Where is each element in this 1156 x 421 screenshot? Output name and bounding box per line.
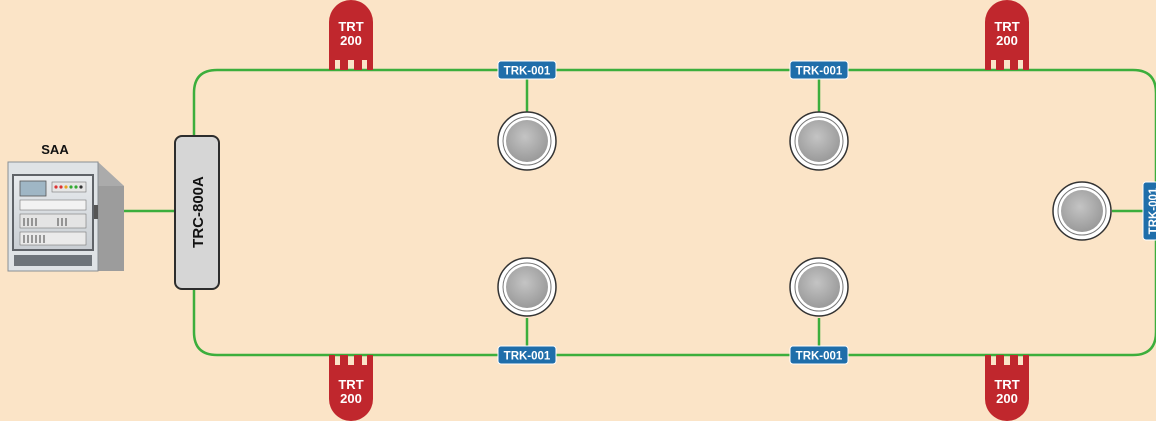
module-label: TRK-001 — [504, 351, 551, 363]
detector-ring — [502, 262, 552, 312]
module-badge — [497, 345, 557, 365]
isolator-line2: 200 — [340, 391, 362, 406]
module-bottom-left[interactable]: TRK-001 — [497, 345, 557, 365]
controller-body — [174, 135, 220, 290]
module-badge — [789, 345, 849, 365]
loop-wiring — [98, 68, 1156, 357]
detector-head — [798, 120, 840, 162]
panel-display — [19, 180, 47, 197]
detector-head — [506, 266, 548, 308]
module-bottom-right[interactable]: TRK-001 — [789, 345, 849, 365]
cabinet-side — [98, 162, 124, 271]
module-top-right[interactable]: TRK-001 — [789, 60, 849, 80]
loop-path — [192, 68, 1156, 357]
isolator-shape — [985, 0, 1029, 70]
isolator-line2: 200 — [340, 33, 362, 48]
isolator-line1: TRT — [994, 377, 1019, 392]
detector-ring — [794, 116, 844, 166]
cabinet-plinth — [14, 255, 92, 266]
loop-controller[interactable]: TRC-800A — [174, 135, 220, 290]
isolator-line2: 200 — [996, 33, 1018, 48]
panel-label: SAA — [41, 142, 69, 157]
isolator-shape — [329, 0, 373, 70]
isolator-line1: TRT — [338, 377, 363, 392]
isolator-shape — [985, 355, 1029, 421]
module-badge — [497, 60, 557, 80]
module-label: TRK-001 — [796, 351, 843, 363]
cabinet-door-handle — [94, 205, 98, 219]
detector-bottom-right[interactable] — [789, 257, 849, 317]
module-badge — [1142, 181, 1156, 241]
module-label: TRK-001 — [504, 66, 551, 78]
isolator-line1: TRT — [338, 19, 363, 34]
module-rack-3 — [19, 231, 87, 246]
panel-indicators — [51, 181, 87, 193]
detector-head — [1061, 190, 1103, 232]
detector-top-left[interactable] — [497, 111, 557, 171]
isolator-shape — [329, 355, 373, 421]
isolator-bottom-right[interactable]: TRT 200 — [985, 355, 1029, 421]
led-row — [54, 185, 83, 189]
isolator-top-left[interactable]: TRT 200 — [329, 0, 373, 70]
module-rack-1 — [19, 199, 87, 211]
detector-ring — [502, 116, 552, 166]
isolator-bottom-left[interactable]: TRT 200 — [329, 355, 373, 421]
module-right[interactable]: TRK-001 — [1142, 181, 1156, 241]
detector-head — [506, 120, 548, 162]
fire-alarm-panel[interactable]: SAA — [7, 142, 124, 272]
module-badge — [789, 60, 849, 80]
isolator-top-right[interactable]: TRT 200 — [985, 0, 1029, 70]
module-top-left[interactable]: TRK-001 — [497, 60, 557, 80]
detector-ring — [1057, 186, 1107, 236]
rack-terminals-lower — [23, 235, 45, 243]
isolator-line2: 200 — [996, 391, 1018, 406]
detector-ring — [794, 262, 844, 312]
detector-top-right[interactable] — [789, 111, 849, 171]
detector-right[interactable] — [1052, 181, 1112, 241]
detector-head — [798, 266, 840, 308]
detector-bottom-left[interactable] — [497, 257, 557, 317]
controller-label: TRC-800A — [190, 176, 207, 248]
rack-terminals — [23, 218, 67, 226]
isolator-line1: TRT — [994, 19, 1019, 34]
module-rack-2 — [19, 213, 87, 229]
module-label: TRK-001 — [796, 66, 843, 78]
module-label: TRK-001 — [1148, 187, 1156, 234]
